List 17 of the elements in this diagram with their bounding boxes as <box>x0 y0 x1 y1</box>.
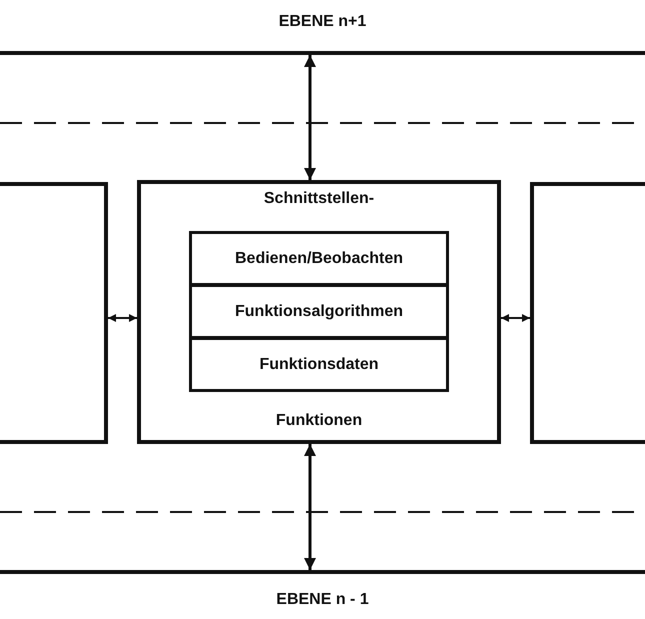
double-arrow <box>108 314 137 322</box>
layer-label: Funktionsdaten <box>259 356 379 374</box>
level-label: EBENE n - 1 <box>276 590 369 608</box>
layer-label: Bedienen/Beobachten <box>234 250 404 268</box>
double-arrow <box>304 55 316 180</box>
module-box <box>137 180 501 444</box>
level-label: EBENE n+1 <box>278 12 366 30</box>
layer-label: Funktionsalgorithmen <box>235 302 403 320</box>
layer-row <box>189 284 449 339</box>
double-arrow <box>304 444 316 570</box>
neighbor-box <box>530 182 645 444</box>
module-label: Funktionen <box>276 412 362 430</box>
layer-row <box>189 337 449 392</box>
module-heading: Schnittstellen- <box>264 190 374 208</box>
layer-row <box>189 231 449 286</box>
double-arrow <box>501 314 530 322</box>
neighbor-box <box>0 182 108 444</box>
